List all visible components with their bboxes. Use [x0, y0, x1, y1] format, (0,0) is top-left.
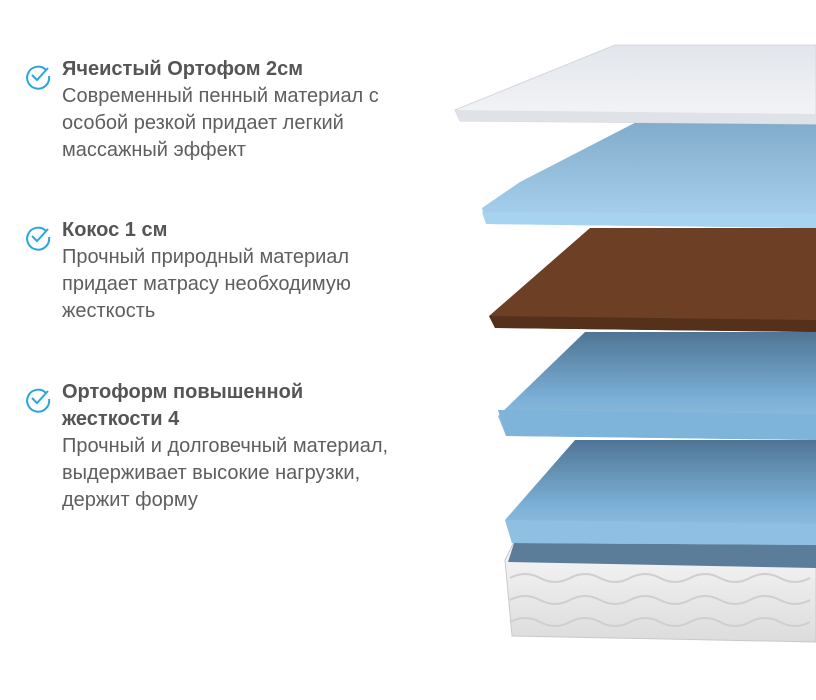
- feature-text: Прочный и долговечный материал,: [62, 435, 389, 457]
- cellular-orthofoam-layer: [482, 115, 816, 228]
- feature-text: придает матрасу необходимую: [62, 273, 351, 295]
- feature-text: выдерживает высокие нагрузки,: [62, 462, 361, 484]
- orthoform-layer-lower: [505, 440, 816, 545]
- feature-title: Кокос 1 см: [62, 219, 168, 241]
- feature-cellular-orthofoam: Ячеистый Ортофом 2см Современный пенный …: [24, 56, 444, 164]
- feature-title: жесткости 4: [62, 408, 180, 430]
- orthoform-layer-upper: [498, 332, 816, 440]
- cover-layer: [454, 44, 816, 125]
- mattress-layers-illustration: [454, 44, 816, 643]
- feature-text: держит форму: [62, 489, 198, 511]
- feature-text: особой резкой придает легкий: [62, 112, 344, 134]
- feature-orthoform: Ортоформ повышенной жесткости 4 Прочный …: [24, 379, 444, 514]
- feature-text: массажный эффект: [62, 139, 246, 161]
- check-circle-icon: [26, 226, 51, 251]
- check-circle-icon: [26, 388, 51, 413]
- feature-title: Ячеистый Ортофом 2см: [62, 58, 304, 80]
- feature-text: жесткость: [62, 300, 156, 322]
- base-layer: [504, 539, 816, 643]
- feature-coconut: Кокос 1 см Прочный природный материал пр…: [24, 217, 444, 325]
- check-circle-icon: [26, 65, 51, 90]
- feature-title: Ортоформ повышенной: [62, 381, 304, 403]
- feature-text: Прочный природный материал: [62, 246, 350, 268]
- coconut-coir-layer: [489, 228, 816, 332]
- feature-text: Современный пенный материал с: [62, 85, 379, 107]
